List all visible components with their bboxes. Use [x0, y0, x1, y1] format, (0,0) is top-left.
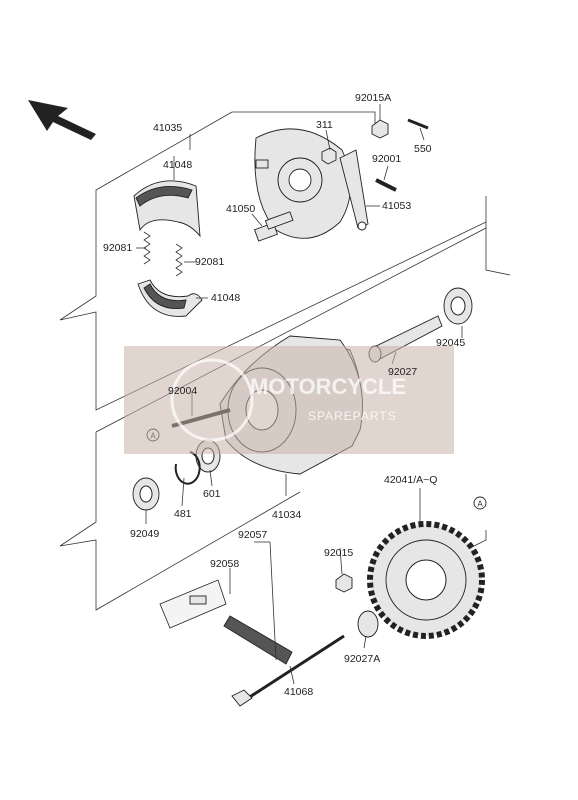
label-92081-right: 92081 [195, 256, 224, 268]
nut-92015 [335, 573, 353, 593]
label-92045: 92045 [436, 337, 465, 349]
axle-41068 [231, 634, 345, 707]
svg-text:A: A [477, 500, 483, 509]
label-481: 481 [174, 508, 192, 520]
spring-right [175, 243, 183, 277]
bolt-92001 [375, 178, 397, 192]
label-92049: 92049 [130, 528, 159, 540]
label-92058: 92058 [210, 558, 239, 570]
ref-circle-a-right: A [473, 496, 487, 510]
seal-92049 [132, 477, 160, 511]
collar-92027a [357, 610, 379, 638]
brake-shoe-top [133, 180, 201, 238]
label-42041: 42041/A~Q [384, 474, 437, 486]
label-92057: 92057 [238, 529, 267, 541]
watermark-title: MOTORCYCLE [250, 374, 406, 399]
brake-group-frame [59, 111, 511, 411]
label-92001: 92001 [372, 153, 401, 165]
label-601: 601 [203, 488, 221, 500]
label-41068: 41068 [284, 686, 313, 698]
label-92027a: 92027A [344, 653, 380, 665]
leader-lines [136, 104, 463, 685]
label-41048-bottom: 41048 [211, 292, 240, 304]
chain-joint-kit [159, 579, 227, 629]
nut-92015a [371, 119, 389, 139]
label-311: 311 [316, 119, 333, 131]
label-550: 550 [414, 143, 432, 155]
circlip-481 [174, 451, 201, 485]
brake-shoe-bottom [137, 279, 203, 317]
bolt-550 [407, 118, 429, 130]
label-92015: 92015 [324, 547, 353, 559]
label-41053: 41053 [382, 200, 411, 212]
label-41048-top: 41048 [163, 159, 192, 171]
callout-labels: 41035 41048 92081 92081 41048 41050 311 … [103, 92, 465, 698]
label-41034: 41034 [272, 509, 301, 521]
watermark: MOTORCYCLE SPAREPARTS [124, 346, 454, 454]
watermark-subtitle: SPAREPARTS [308, 409, 397, 423]
label-41035: 41035 [153, 122, 182, 134]
label-41050: 41050 [226, 203, 255, 215]
label-92015a: 92015A [355, 92, 391, 104]
label-92081-left: 92081 [103, 242, 132, 254]
bearing-92045 [443, 287, 473, 325]
rear-sprocket [367, 521, 485, 639]
label-92027: 92027 [388, 366, 417, 378]
drive-chain [223, 615, 293, 665]
label-92004: 92004 [168, 385, 197, 397]
brake-cam [253, 211, 294, 242]
brake-lever [339, 149, 369, 231]
front-arrow-icon [28, 100, 96, 140]
